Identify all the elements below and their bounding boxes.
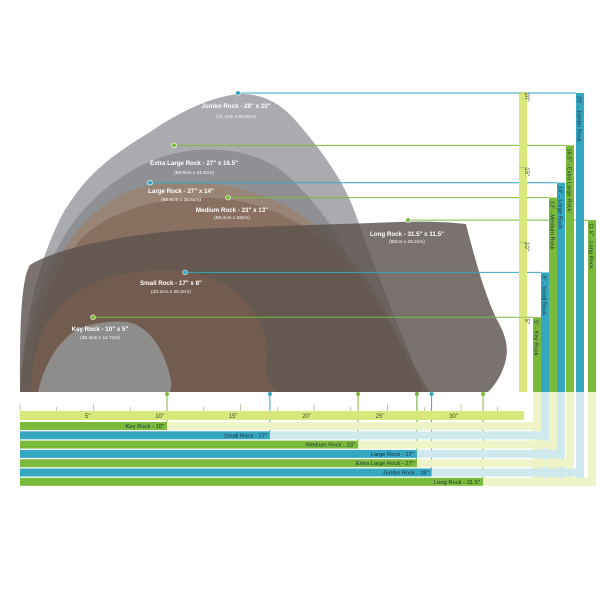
rock-name-label: Medium Rock - 23" x 13"	[196, 207, 268, 214]
rock-name-label: Small Rock - 17" x 8"	[140, 280, 202, 287]
rock-metric-label: (71.1cm x 50.8cm)	[216, 114, 256, 120]
vertical-ruler: 5" 10" 15" 20"	[519, 92, 529, 392]
vertical-ruler-band	[519, 92, 527, 392]
length-bar-label: Large Rock - 27"	[371, 452, 414, 458]
height-bar-large	[557, 182, 565, 392]
vertical-ruler-label: 20"	[523, 93, 529, 102]
length-bar-medium	[20, 440, 359, 449]
horizontal-ruler-label: 30"	[449, 414, 458, 420]
rock-metric-label: (68.6cm x 35.6cm)	[161, 197, 201, 203]
horizontal-ruler-label: 15"	[229, 414, 238, 420]
height-bar-extension	[557, 392, 565, 486]
vertical-ruler-label: 5"	[523, 319, 529, 324]
length-bar-label: Key Rock - 10"	[126, 424, 164, 430]
length-guide-dot	[481, 392, 486, 396]
height-bar-label: 20" - Jumbo Rock	[576, 96, 582, 142]
length-bar-long	[20, 477, 484, 486]
length-bar-label: Small Rock - 17"	[224, 433, 267, 439]
rock-metric-label: (68.6cm x 41.9cm)	[174, 170, 214, 176]
length-bar-xl	[20, 459, 417, 468]
height-bar-extension	[588, 392, 596, 486]
length-bar-connector	[483, 477, 592, 486]
height-bar-label: 13" - Medium Rock	[549, 201, 555, 250]
rock-metric-label: (25.4cm x 12.7cm)	[80, 335, 120, 341]
rock-peak-marker	[235, 90, 241, 96]
horizontal-ruler-label: 25"	[376, 414, 385, 420]
height-bar-label: 11.5" - Long Rock	[588, 223, 594, 269]
height-bar-xl	[566, 145, 574, 392]
rock-name-label: Key Rock - 10" x 5"	[72, 326, 129, 333]
height-bar-jumbo	[576, 93, 584, 392]
height-bar-medium	[549, 197, 557, 392]
height-bar-label: 14" - Large Rock	[557, 186, 563, 229]
rock-metric-label: (43.2cm x 20.3cm)	[151, 289, 191, 295]
length-guide-dot	[165, 392, 169, 396]
rock-peak-marker	[225, 194, 231, 201]
height-bar-label: 5" - Key Rock	[533, 320, 539, 355]
rock-name-label: Extra Large Rock - 27" x 16.5"	[150, 160, 238, 167]
rock-peak-marker	[147, 180, 153, 186]
horizontal-ruler-label: 5"	[85, 414, 90, 420]
length-bar-small	[20, 431, 270, 440]
length-bar-connector	[167, 422, 537, 430]
length-bar-connector	[416, 459, 570, 468]
key-rock-shape	[38, 321, 172, 392]
length-guide-dot	[356, 392, 361, 396]
length-guide-dot	[429, 392, 434, 396]
rock-name-label: Large Rock - 27" x 14"	[148, 188, 214, 195]
height-bar-extension	[576, 392, 584, 486]
height-bar-label: 16.5" - Extra Large Rock	[566, 148, 572, 211]
vertical-ruler-label: 15"	[523, 167, 529, 176]
height-bar-key	[533, 317, 541, 392]
length-bar-connector	[269, 431, 545, 440]
length-bar-large	[20, 449, 417, 458]
height-bar-long	[588, 220, 596, 392]
height-bar-extension	[549, 392, 557, 486]
length-bar-label: Long Rock - 31.5"	[434, 480, 480, 486]
height-bar-small	[541, 272, 549, 392]
rock-peak-marker	[182, 269, 188, 276]
length-guide-dot	[414, 392, 419, 396]
rock-peak-marker	[171, 142, 177, 149]
rock-peak-marker	[405, 217, 411, 223]
rock-name-label: Jumbo Rock - 28" x 20"	[201, 103, 270, 110]
height-bars: 20" - Jumbo Rock 16.5" - Extra Large Rock…	[533, 93, 596, 486]
length-bars: Key Rock - 10" Small Rock - 17" Medium Roc…	[20, 422, 592, 486]
length-bar-jumbo	[20, 468, 432, 477]
horizontal-ruler-label: 20"	[302, 414, 311, 420]
rock-silhouettes	[20, 93, 507, 393]
length-bar-label: Jumbo Rock - 28"	[383, 471, 429, 477]
length-guide-dot	[267, 392, 272, 396]
rock-metric-label: (80cm x 29.2cm)	[389, 239, 425, 245]
horizontal-ruler-band	[20, 411, 524, 420]
length-bar-label: Extra Large Rock - 27"	[355, 461, 413, 467]
rock-peak-marker	[90, 314, 96, 320]
height-bar-label: 8" - Small Rock	[541, 275, 547, 315]
horizontal-ruler-label: 10"	[155, 414, 164, 420]
horizontal-ruler: 5" 10" 15" 20" 25" 30"	[19, 404, 524, 420]
length-bar-connector	[431, 468, 580, 477]
length-bar-label: Medium Rock - 23"	[306, 443, 355, 449]
rock-labels: Jumbo Rock - 28" x 20" (71.1cm x 50.8cm) E…	[72, 90, 444, 341]
rock-name-label: Long Rock - 31.5" x 11.5"	[370, 231, 444, 238]
height-bar-extension	[566, 392, 574, 486]
vertical-ruler-label: 10"	[523, 242, 529, 251]
length-bar-connector	[358, 440, 553, 449]
length-bar-connector	[416, 449, 561, 458]
rock-metric-label: (58.4cm x 33cm)	[214, 215, 250, 221]
length-bar-key	[20, 422, 167, 430]
